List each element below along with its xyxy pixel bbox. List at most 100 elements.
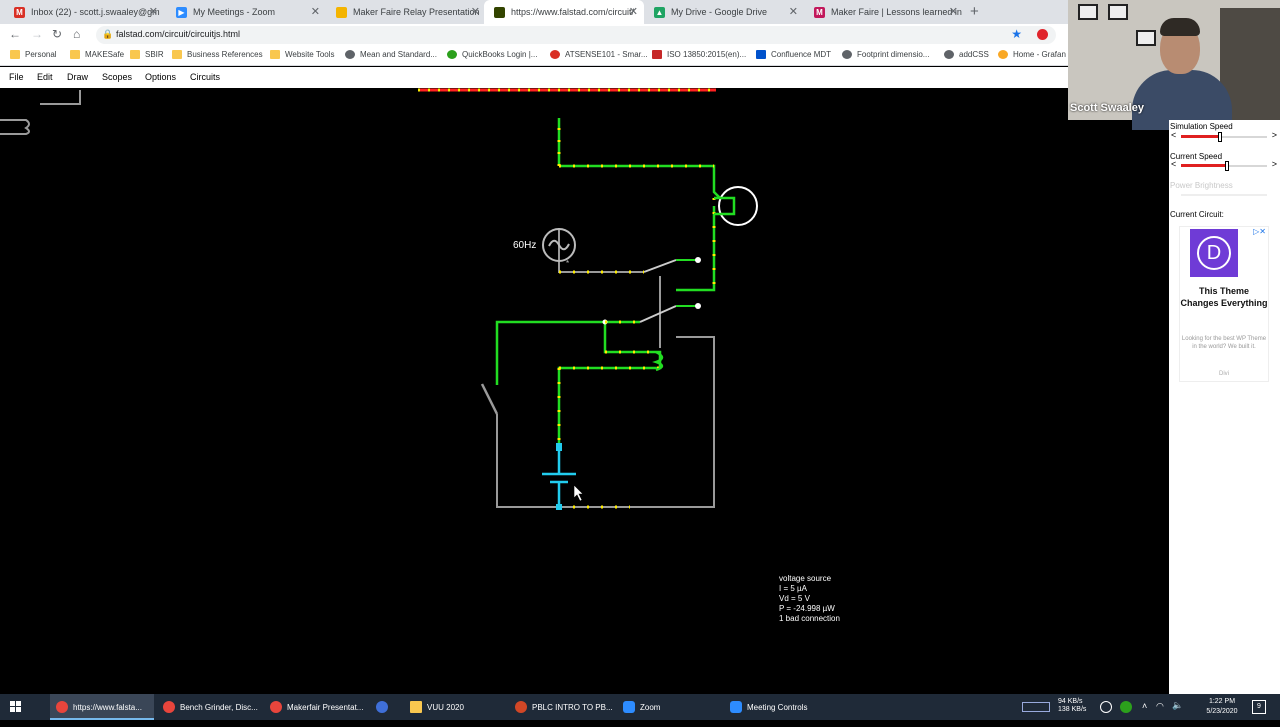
tab-zoom-meetings[interactable]: ▶ My Meetings - Zoom ✕ xyxy=(166,0,326,24)
dc-battery[interactable] xyxy=(542,443,576,510)
browser-tab-bar: M Inbox (22) - scott.j.swaaley@gm ✕ ▶ My… xyxy=(0,0,1280,24)
ad-cta[interactable]: Divi xyxy=(1219,371,1229,377)
back-icon[interactable]: ← xyxy=(9,27,21,41)
bookmark-website-tools[interactable]: Website Tools xyxy=(270,50,335,59)
extension-icon[interactable] xyxy=(1037,29,1048,40)
clock-time: 1:22 PM xyxy=(1208,698,1236,705)
bookmark-star-icon[interactable]: ★ xyxy=(1011,27,1022,41)
chevron-up-icon[interactable]: ˄ xyxy=(1142,701,1148,711)
info-line: P = -24.998 µW xyxy=(779,604,835,613)
menu-file[interactable]: File xyxy=(9,72,24,82)
wall-frame xyxy=(1136,30,1156,46)
bookmark-iso[interactable]: ISO 13850:2015(en)... xyxy=(652,50,746,59)
bookmark-makesafe[interactable]: MAKESafe xyxy=(70,50,124,59)
bookmark-atsense[interactable]: ATSENSE101 - Smar... xyxy=(550,50,648,59)
close-icon[interactable]: ✕ xyxy=(470,6,480,18)
current-speed-slider[interactable]: < > xyxy=(1171,159,1277,171)
info-line: Vd = 5 V xyxy=(779,594,810,603)
close-icon[interactable]: ✕ xyxy=(788,6,798,18)
tab-gmail[interactable]: M Inbox (22) - scott.j.swaaley@gm ✕ xyxy=(4,0,164,24)
close-icon[interactable]: ✕ xyxy=(148,6,158,18)
notifications-icon[interactable]: 9 xyxy=(1252,700,1266,714)
slider-thumb[interactable] xyxy=(1218,132,1222,142)
close-icon[interactable]: ✕ xyxy=(948,6,958,18)
tray-green-icon[interactable] xyxy=(1120,701,1132,713)
partial-coil xyxy=(0,119,30,135)
menu-edit[interactable]: Edit xyxy=(37,72,53,82)
network-speed: 94 KB/s 138 KB/s xyxy=(1058,698,1086,724)
ad-close-icon[interactable]: ▷✕ xyxy=(1253,227,1266,236)
bookmark-footprint[interactable]: Footprint dimensio... xyxy=(842,50,929,59)
bookmark-quickbooks[interactable]: QuickBooks Login |... xyxy=(447,50,537,59)
net-down: 138 KB/s xyxy=(1058,706,1087,713)
taskbar-chrome-grinder[interactable]: Bench Grinder, Disc... xyxy=(157,694,261,720)
taskbar-chrome-falstad[interactable]: https://www.falsta... xyxy=(50,694,154,720)
bookmark-personal[interactable]: Personal xyxy=(10,50,57,59)
taskbar-zoom[interactable]: Zoom xyxy=(617,694,717,720)
menu-options[interactable]: Options xyxy=(145,72,177,82)
source-frequency-label: 60Hz xyxy=(513,240,537,251)
menu-draw[interactable]: Draw xyxy=(67,72,89,82)
clock[interactable]: 1:22 PM 5/23/2020 xyxy=(1196,697,1248,717)
power-brightness-label: Power Brightness xyxy=(1170,181,1233,190)
close-icon[interactable]: ✕ xyxy=(310,6,320,18)
mouse-cursor-icon xyxy=(573,484,584,502)
ac-voltage-source[interactable]: * xyxy=(542,228,576,268)
tab-drive[interactable]: ▲ My Drive - Google Drive ✕ xyxy=(644,0,804,24)
bookmark-mean-standard[interactable]: Mean and Standard... xyxy=(345,50,437,59)
app-icon xyxy=(376,701,388,713)
arrow-right-icon[interactable]: > xyxy=(1271,130,1277,140)
taskbar-chrome-makerfair[interactable]: Makerfair Presentat... xyxy=(264,694,368,720)
bookmark-grafana[interactable]: Home - Grafan xyxy=(998,50,1066,59)
tab-title: My Meetings - Zoom xyxy=(193,7,276,17)
bookmark-business-references[interactable]: Business References xyxy=(172,50,263,59)
arrow-right-icon[interactable]: > xyxy=(1271,159,1277,169)
folder-icon xyxy=(70,50,80,59)
advertisement[interactable]: D ▷✕ This Theme Changes Everything Looki… xyxy=(1179,226,1269,382)
taskbar-meeting-controls[interactable]: Meeting Controls xyxy=(724,694,828,720)
tab-maker-faire[interactable]: M Maker Faire | Lessons learned in ✕ xyxy=(804,0,964,24)
arrow-left-icon[interactable]: < xyxy=(1171,159,1177,169)
powered-wires xyxy=(495,118,721,448)
bookmark-label: ATSENSE101 - Smar... xyxy=(565,50,648,59)
taskbar-app[interactable] xyxy=(370,694,398,720)
reload-icon[interactable]: ↻ xyxy=(52,27,63,41)
arrow-left-icon[interactable]: < xyxy=(1171,130,1177,140)
tab-title: Inbox (22) - scott.j.swaaley@gm xyxy=(31,7,160,17)
bookmark-label: Personal xyxy=(25,50,57,59)
forward-icon[interactable]: → xyxy=(31,27,43,41)
address-bar[interactable]: 🔒 falstad.com/circuit/circuitjs.html ★ xyxy=(96,26,1056,44)
close-icon[interactable]: ✕ xyxy=(628,6,638,18)
active-indicator xyxy=(50,718,154,720)
volume-icon[interactable]: 🔈 xyxy=(1172,700,1184,710)
performance-monitor-icon[interactable] xyxy=(1022,702,1050,712)
divi-logo-icon: D xyxy=(1190,229,1238,277)
taskbar-label: Zoom xyxy=(640,702,661,712)
bookmark-label: Home - Grafan xyxy=(1013,50,1066,59)
wifi-icon[interactable]: ◠ xyxy=(1156,701,1164,711)
circuit-diagram[interactable]: * xyxy=(0,88,1169,694)
simulation-speed-slider[interactable]: < > xyxy=(1171,130,1277,142)
taskbar-folder-vuu[interactable]: VUU 2020 xyxy=(404,694,504,720)
bookmark-label: QuickBooks Login |... xyxy=(462,50,538,59)
menu-scopes[interactable]: Scopes xyxy=(102,72,133,82)
circuit-canvas[interactable]: * 60Hz voltage source I = 5 µA Vd = 5 V … xyxy=(0,88,1169,694)
wall-frame xyxy=(1078,4,1098,20)
slides-icon xyxy=(336,6,347,18)
bookmark-confluence[interactable]: Confluence MDT xyxy=(756,50,831,59)
bookmark-sbir[interactable]: SBIR xyxy=(130,50,164,59)
slider-thumb[interactable] xyxy=(1225,161,1229,171)
tab-slides[interactable]: Maker Faire Relay Presentation ✕ xyxy=(326,0,486,24)
menu-circuits[interactable]: Circuits xyxy=(190,72,221,82)
globe-icon xyxy=(842,50,852,59)
tray-circle-icon[interactable] xyxy=(1100,701,1112,713)
tab-falstad[interactable]: https://www.falstad.com/circuit/ ✕ xyxy=(484,0,644,24)
bookmark-addcss[interactable]: addCSS xyxy=(944,50,989,59)
taskbar-powerpoint[interactable]: PBLC INTRO TO PB... xyxy=(509,694,613,720)
home-icon[interactable]: ⌂ xyxy=(73,27,81,41)
notification-count: 9 xyxy=(1257,703,1261,710)
wall-frame xyxy=(1108,4,1128,20)
bookmark-label: SBIR xyxy=(145,50,164,59)
new-tab-icon[interactable]: + xyxy=(970,3,979,20)
windows-start-icon[interactable] xyxy=(10,701,22,713)
